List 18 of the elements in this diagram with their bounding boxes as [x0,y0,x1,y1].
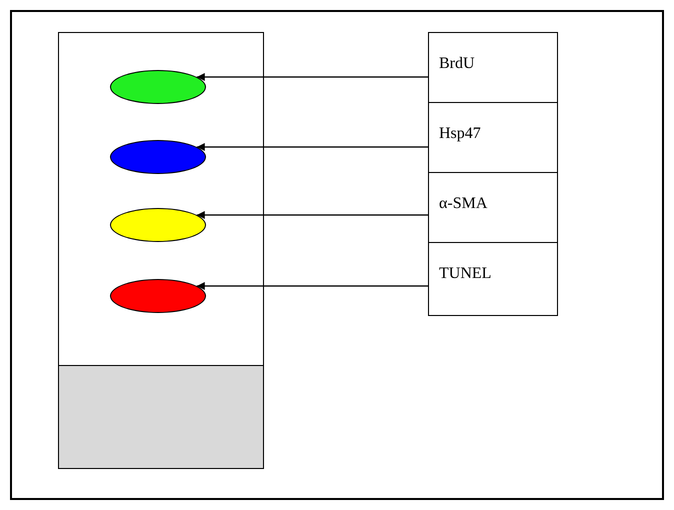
marker-label: α-SMA [439,195,488,213]
arrow [196,143,428,151]
slide-outline [58,32,264,468]
shaded-band [58,365,264,469]
marker-label: TUNEL [439,265,492,283]
label-box [428,102,558,173]
marker-label: BrdU [439,55,475,73]
arrow [196,282,428,290]
stain-ellipse [110,279,206,313]
stain-ellipse [110,70,206,104]
stain-ellipse [110,208,206,242]
label-box [428,172,558,243]
marker-label: Hsp47 [439,125,481,143]
stain-ellipse [110,140,206,174]
label-box [428,242,558,316]
arrow [196,73,428,81]
label-box [428,32,558,103]
arrow [196,211,428,219]
